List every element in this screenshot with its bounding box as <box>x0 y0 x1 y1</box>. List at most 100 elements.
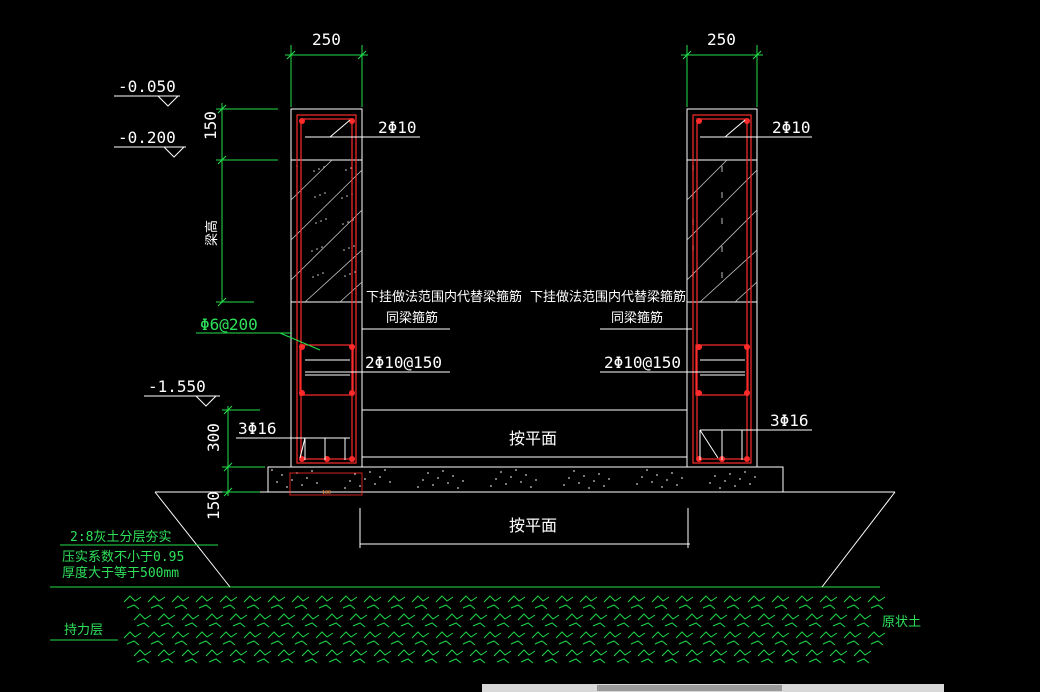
soil-mark <box>301 613 320 628</box>
soil-mark <box>771 595 790 610</box>
wall-speck <box>321 246 323 248</box>
wall-speck <box>314 196 316 198</box>
slab-speck <box>598 473 600 475</box>
wall-speck <box>319 194 321 196</box>
soil-mark <box>397 649 416 664</box>
dim-right-width: 250 <box>707 30 736 49</box>
slab-speck <box>709 482 711 484</box>
slab-speck <box>417 486 419 488</box>
note-fill-3: 厚度大于等于500mm <box>62 565 179 581</box>
slab-speck <box>276 481 278 483</box>
soil-mark <box>579 595 598 610</box>
soil-mark <box>795 595 814 610</box>
soil-mark <box>507 595 526 610</box>
wall-speck <box>345 169 347 171</box>
dim-beam-height: 梁高 <box>204 220 220 246</box>
soil-mark <box>349 649 368 664</box>
soil-mark <box>243 631 262 646</box>
soil-mark <box>699 595 718 610</box>
wall-speck <box>348 247 350 249</box>
wall-speck <box>347 221 349 223</box>
soil-mark <box>541 649 560 664</box>
soil-mark <box>363 631 382 646</box>
soil-mark <box>675 631 694 646</box>
soil-mark <box>469 649 488 664</box>
wall-speck <box>721 166 723 168</box>
soil-mark <box>291 595 310 610</box>
soil-mark <box>147 631 166 646</box>
soil-mark <box>171 631 190 646</box>
soil-mark <box>363 595 382 610</box>
wall-speck <box>349 273 351 275</box>
soil-mark <box>843 631 862 646</box>
soil-mark <box>157 613 176 628</box>
slab-speck <box>452 475 454 477</box>
soil-mark <box>627 595 646 610</box>
slab-speck <box>681 477 683 479</box>
soil-mark <box>747 631 766 646</box>
rebar-dot <box>349 344 355 350</box>
slab-speck <box>714 475 716 477</box>
label-bottom-right-rebar: 3Φ16 <box>770 411 809 430</box>
left-wall <box>290 108 363 468</box>
top-dimensions: 250 250 <box>285 30 763 107</box>
soil-mark <box>843 595 862 610</box>
slab-speck <box>432 484 434 486</box>
slab-speck <box>344 487 346 489</box>
rebar-dot <box>299 344 305 350</box>
dim-top-height: 150 <box>201 111 220 140</box>
scrollbar-thumb[interactable] <box>597 685 782 691</box>
slab-speck <box>636 483 638 485</box>
soil-mark <box>781 613 800 628</box>
elevation-2: -0.200 <box>118 128 176 147</box>
elevation-marks: -0.050 -0.200 -1.550 <box>114 77 220 407</box>
soil-mark <box>555 595 574 610</box>
soil-mark <box>685 649 704 664</box>
soil-mark <box>229 649 248 664</box>
soil-mark <box>205 649 224 664</box>
soil-mark <box>315 631 334 646</box>
slab-speck <box>457 487 459 489</box>
wall-speck <box>721 192 723 194</box>
soil-mark <box>181 649 200 664</box>
soil-mark <box>253 649 272 664</box>
wall-speck <box>721 222 723 224</box>
wall-speck <box>721 194 723 196</box>
soil-mark <box>757 613 776 628</box>
soil-mark <box>123 631 142 646</box>
right-rebar-cage <box>692 114 752 464</box>
soil-mark <box>133 613 152 628</box>
wall-speck <box>341 197 343 199</box>
soil-mark <box>267 631 286 646</box>
slab-speck <box>535 479 537 481</box>
slab-speck <box>495 478 497 480</box>
slab-speck <box>656 474 658 476</box>
slab-speck <box>563 484 565 486</box>
wall-speck <box>721 248 723 250</box>
notes: 下挂做法范围内代替梁箍筋 同梁箍筋 下挂做法范围内代替梁箍筋 同梁箍筋 按平面 … <box>50 289 921 641</box>
wall-speck <box>313 170 315 172</box>
soil-mark <box>675 595 694 610</box>
note-same-right: 同梁箍筋 <box>611 310 663 326</box>
slab-speck <box>422 479 424 481</box>
wall-speck <box>320 220 322 222</box>
soil-mark <box>709 613 728 628</box>
slab-speck <box>676 484 678 486</box>
slab-speck <box>354 473 356 475</box>
soil-mark <box>781 649 800 664</box>
note-native-soil: 原状土 <box>882 615 921 630</box>
slab-speck <box>603 485 605 487</box>
wall-speck <box>316 248 318 250</box>
wall-speck <box>721 276 723 278</box>
slab-speck <box>525 474 527 476</box>
soil-mark <box>867 631 886 646</box>
soil-mark <box>373 613 392 628</box>
horizontal-scrollbar[interactable] <box>482 684 944 692</box>
slab-speck <box>671 472 673 474</box>
tiny-dim-text: 100 <box>322 490 331 496</box>
slab-speck <box>661 486 663 488</box>
note-fill-1: 2:8灰土分层夯实 <box>70 530 171 545</box>
rebar-dot <box>696 456 702 462</box>
soil-mark <box>507 631 526 646</box>
